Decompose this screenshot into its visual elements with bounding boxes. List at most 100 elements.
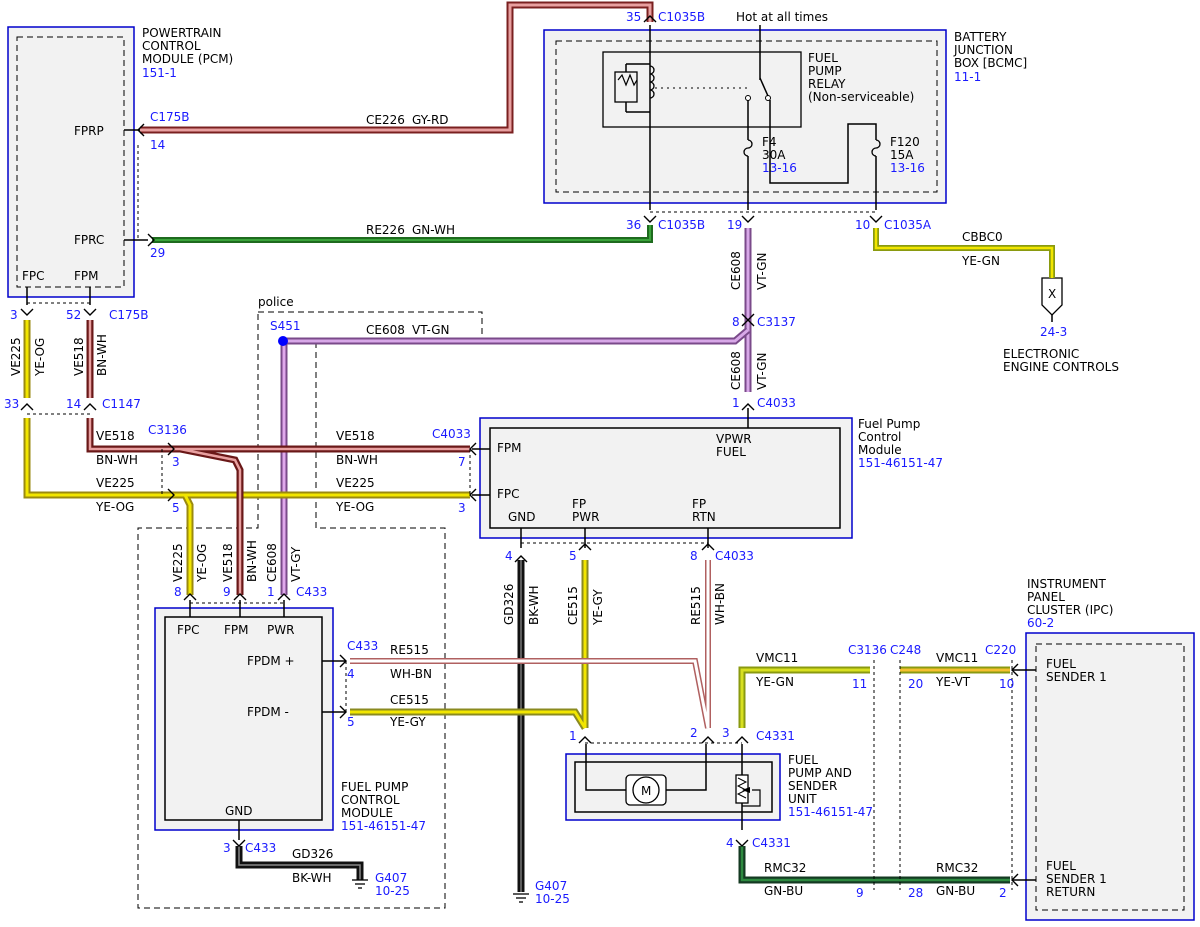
c175b-bot-pin-a: 3 xyxy=(10,308,18,322)
fpcm-left-ref: 151-46151-47 xyxy=(341,819,426,833)
c248-name: C248 xyxy=(890,643,921,657)
c433-top-pin-a: 8 xyxy=(174,585,182,599)
gd326-b-circuit: GD326 xyxy=(292,847,333,861)
fpcm-left-pin-gnd: GND xyxy=(225,804,253,818)
fpcm-top-ref: 151-46151-47 xyxy=(858,456,943,470)
g407-b-name: G407 xyxy=(535,879,567,893)
ve225-b-color: YE-OG xyxy=(95,500,134,514)
sender-title-3: SENDER xyxy=(788,779,837,793)
ground-g407-b-icon xyxy=(513,893,529,903)
motor-label: M xyxy=(641,784,651,798)
wire-rmc32 xyxy=(738,846,1010,884)
c3136-right-pin-b: 9 xyxy=(856,886,864,900)
hot-note: Hot at all times xyxy=(736,10,828,24)
ve518-d-circuit: VE518 xyxy=(221,543,235,582)
c433-bot-pin: 3 xyxy=(223,841,231,855)
bjb-ref: 11-1 xyxy=(954,70,981,84)
c3136-right-name: C3136 xyxy=(848,643,887,657)
c1147-pin-b: 14 xyxy=(66,397,81,411)
ce515-b-color: YE-GY xyxy=(389,715,426,729)
fpcm-top-pin-fuel: FUEL xyxy=(716,445,746,459)
c220-pin-b: 2 xyxy=(999,886,1007,900)
wire-re515 xyxy=(350,560,711,729)
c433-right-pin-a: 4 xyxy=(347,667,355,681)
bjb-19-pin: 19 xyxy=(727,218,742,232)
c175b-bot-pin-b: 52 xyxy=(66,308,81,322)
ipc-pin-sender-1: FUEL xyxy=(1046,657,1076,671)
fpcm-top-pin-fp1: FP xyxy=(572,497,586,511)
pcm-title-3: MODULE (PCM) xyxy=(142,52,233,66)
fpcm-left-title-1: FUEL PUMP xyxy=(341,780,408,794)
c4331-top-pin-c: 3 xyxy=(722,726,730,740)
c4331-top-pin-a: 1 xyxy=(569,729,577,743)
bjb-title-1: BATTERY xyxy=(954,30,1007,44)
vmc11-b-circuit: VMC11 xyxy=(936,651,978,665)
cbbc0-color: YE-GN xyxy=(961,254,1000,268)
sender-resistor-icon xyxy=(735,774,761,807)
police-label: police xyxy=(258,295,294,309)
ce608-c-color: VT-GN xyxy=(755,353,769,390)
re515-b-color: WH-BN xyxy=(390,667,432,681)
c433-top-name: C433 xyxy=(296,585,327,599)
ce608-c-circuit: CE608 xyxy=(729,351,743,390)
ground-g407-a-icon xyxy=(352,879,368,889)
wire-ce515 xyxy=(350,560,589,730)
wire-ve225 xyxy=(23,320,470,595)
ce608-d-color: VT-GY xyxy=(289,546,303,582)
pcm-29-pin: 29 xyxy=(150,246,165,260)
fpcm-top-pin-fpm: FPM xyxy=(497,441,522,455)
bjb-title-2: JUNCTION xyxy=(953,43,1013,57)
g407-a-name: G407 xyxy=(375,871,407,885)
ve518-b-color: BN-WH xyxy=(96,453,138,467)
ve518-a-color: BN-WH xyxy=(95,334,109,376)
ve518-c-circuit: VE518 xyxy=(336,429,375,443)
c248-pin-b: 28 xyxy=(908,886,923,900)
ve518-a-circuit: VE518 xyxy=(72,337,86,376)
c1035b-36-name: C1035B xyxy=(658,218,705,232)
fuse-f4-ref: 13-16 xyxy=(762,161,797,175)
ve518-d-color: BN-WH xyxy=(245,540,259,582)
wire-gd326-bot xyxy=(235,846,364,880)
vmc11-a-circuit: VMC11 xyxy=(756,651,798,665)
eec-hex-icon xyxy=(1041,277,1063,316)
sender-ref: 151-46151-47 xyxy=(788,805,873,819)
fpcm-top-pin-fpc: FPC xyxy=(497,487,520,501)
fuse-f120-name: F120 xyxy=(890,135,920,149)
c433-top-pin-c: 1 xyxy=(267,585,275,599)
fpcm-top-title-1: Fuel Pump xyxy=(858,417,920,431)
c1147-pin-a: 33 xyxy=(4,397,19,411)
re515-a-circuit: RE515 xyxy=(689,586,703,625)
re226-color: GN-WH xyxy=(412,223,455,237)
c3136-right-pin-a: 11 xyxy=(852,677,867,691)
cbbc0-circuit: CBBC0 xyxy=(962,230,1003,244)
relay-line-3: RELAY xyxy=(808,77,846,91)
ce515-b-circuit: CE515 xyxy=(390,693,429,707)
ve225-b-circuit: VE225 xyxy=(96,476,135,490)
fpcm-top-pin-rtn: RTN xyxy=(692,510,716,524)
c4033-mid-pin-a: 7 xyxy=(458,455,466,469)
g407-b-ref: 10-25 xyxy=(535,892,570,906)
c1035b-35-pin: 35 xyxy=(626,10,641,24)
ipc-ref: 60-2 xyxy=(1027,616,1054,630)
relay-line-4: (Non-serviceable) xyxy=(808,90,914,104)
sender-title-2: PUMP AND xyxy=(788,766,852,780)
ve225-c-circuit: VE225 xyxy=(336,476,375,490)
rmc32-b-color: GN-BU xyxy=(936,884,975,898)
c433-top-pin-b: 9 xyxy=(223,585,231,599)
fuse-f120-amp: 15A xyxy=(890,148,914,162)
c175b-top-pin: 14 xyxy=(150,138,165,152)
c3136-left-pin-a: 3 xyxy=(172,455,180,469)
wire-ve518 xyxy=(86,320,470,595)
ve225-a-color: YE-OG xyxy=(33,338,47,377)
ipc-pin-return-1: FUEL xyxy=(1046,859,1076,873)
ve225-a-circuit: VE225 xyxy=(9,337,23,376)
fpcm-left-title-2: CONTROL xyxy=(341,793,400,807)
bjb-title-3: BOX [BCMC] xyxy=(954,56,1027,70)
ipc-title-2: PANEL xyxy=(1027,590,1065,604)
rmc32-b-circuit: RMC32 xyxy=(936,861,978,875)
c3137-pin: 8 xyxy=(732,315,740,329)
c4033-bot-pin-a: 4 xyxy=(505,549,513,563)
fpcm-left-pin-fpm: FPM xyxy=(224,623,249,637)
c1147-name: C1147 xyxy=(102,397,141,411)
ipc-pin-return-3: RETURN xyxy=(1046,885,1095,899)
